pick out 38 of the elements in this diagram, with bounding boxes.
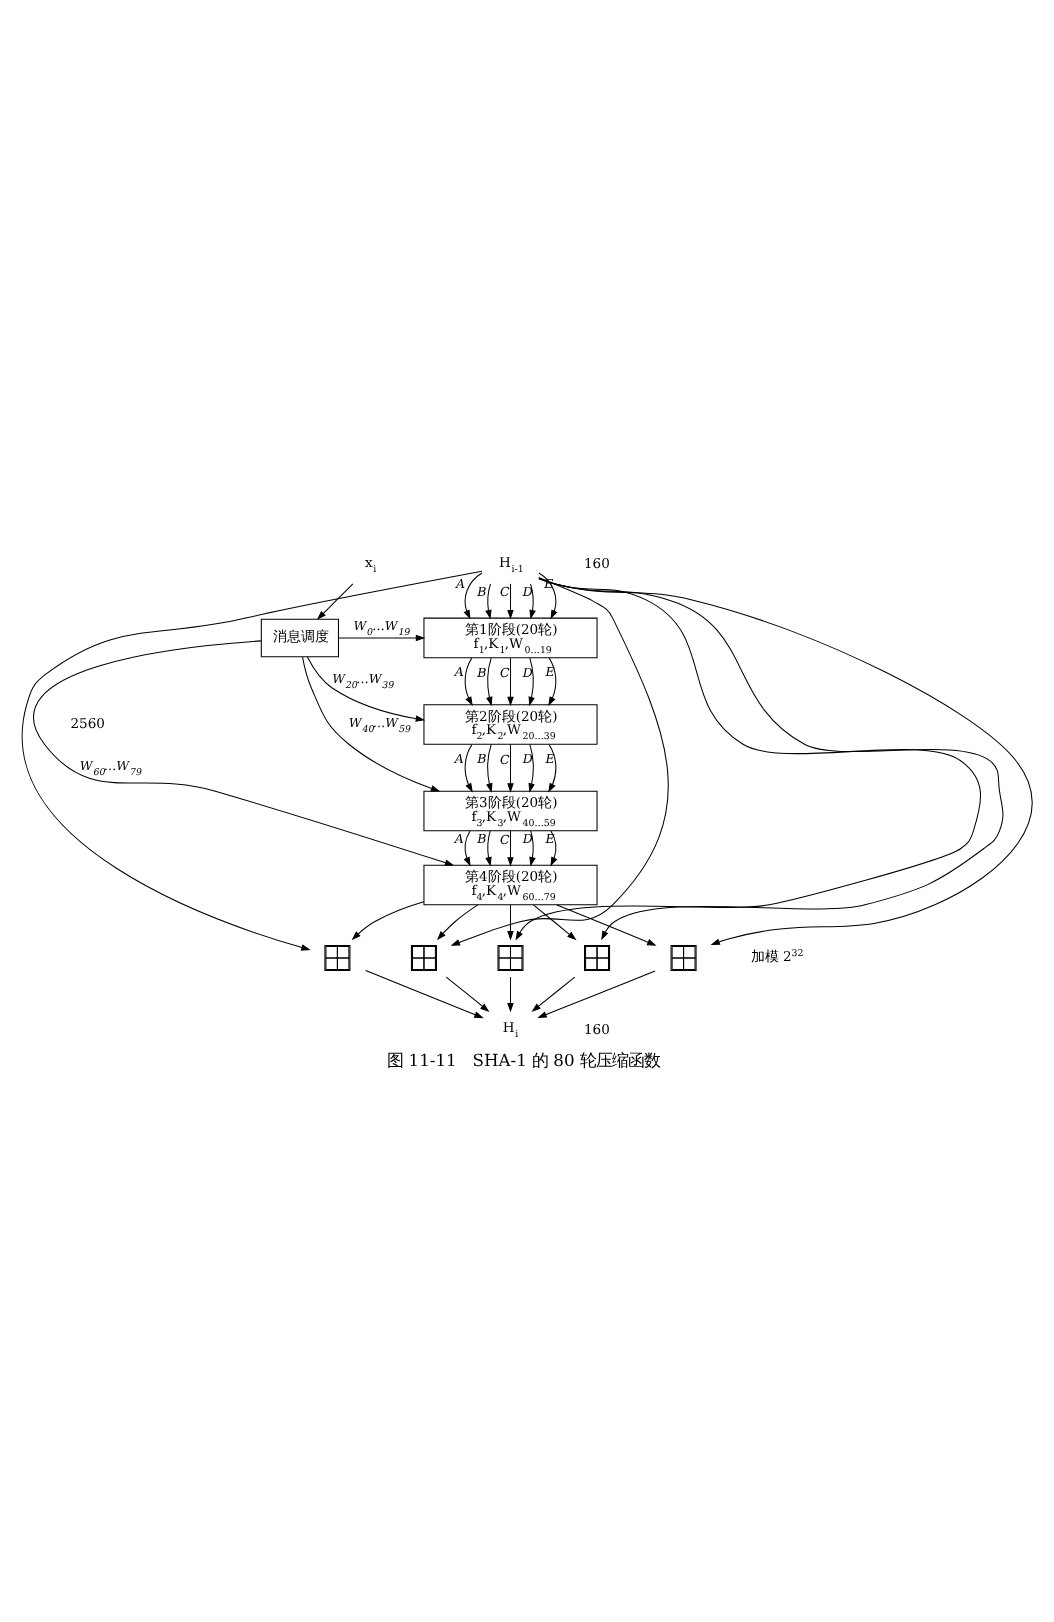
arrow bbox=[302, 656, 441, 792]
arrow bbox=[486, 657, 493, 707]
arrow bbox=[316, 583, 354, 620]
arrow bbox=[529, 583, 536, 620]
arrow bbox=[485, 583, 492, 620]
arrow bbox=[464, 657, 473, 706]
arrow bbox=[436, 904, 479, 941]
arrow bbox=[463, 830, 471, 867]
arrow bbox=[365, 970, 484, 1019]
arrow bbox=[33, 640, 455, 866]
arrow bbox=[538, 572, 558, 620]
caption: 图 11-11 SHA-1 的 80 轮压缩函数 bbox=[387, 1050, 660, 1071]
arrow bbox=[338, 634, 426, 642]
arrow bbox=[528, 657, 535, 707]
arrow bbox=[507, 830, 514, 867]
arrow bbox=[485, 830, 492, 867]
arrow bbox=[533, 904, 577, 941]
arrow bbox=[529, 830, 536, 867]
arrow bbox=[306, 656, 426, 722]
arrow bbox=[486, 744, 493, 793]
arrow bbox=[528, 744, 535, 793]
arrow bbox=[550, 830, 558, 867]
arrow bbox=[507, 904, 514, 941]
arrow bbox=[351, 901, 425, 941]
arrow bbox=[531, 976, 576, 1012]
arrow bbox=[21, 570, 483, 951]
arrow bbox=[507, 583, 514, 620]
arrow bbox=[556, 904, 657, 946]
arrow bbox=[548, 657, 557, 706]
arrow bbox=[507, 744, 514, 793]
arrow bbox=[463, 572, 483, 620]
arrow bbox=[537, 970, 656, 1019]
arrow bbox=[548, 744, 557, 793]
arrow bbox=[464, 744, 473, 793]
arrow bbox=[507, 976, 514, 1013]
arrow bbox=[445, 976, 490, 1012]
arrow bbox=[507, 657, 514, 707]
arrow bbox=[450, 576, 669, 946]
